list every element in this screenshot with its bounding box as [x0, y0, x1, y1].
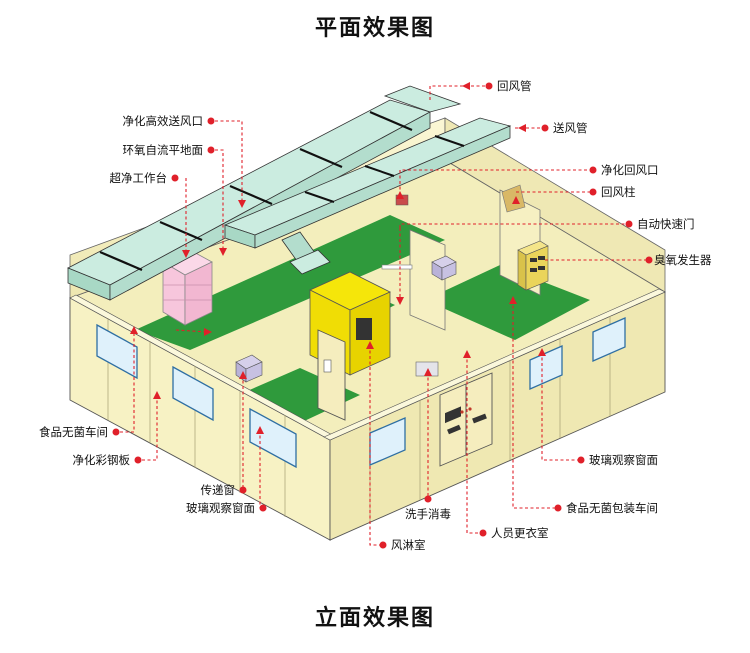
label-return-air-column: 回风柱	[601, 185, 636, 199]
return-air-column	[501, 184, 526, 213]
label-dots	[112, 82, 653, 549]
air-shower-outer-door	[317, 329, 346, 421]
plan-view-title: 平面效果图	[314, 16, 435, 41]
label-food-sterile-workshop: 食品无菌车间	[39, 425, 108, 439]
ozone-generator-unit	[517, 240, 549, 291]
label-auto-fast-door: 自动快速门	[637, 217, 695, 231]
air-shower-room	[309, 271, 391, 376]
epoxy-floor-zone-back-right	[425, 265, 590, 340]
label-supply-air-duct: 送风管	[553, 121, 588, 135]
label-glass-window-right: 玻璃观察窗面	[589, 453, 658, 467]
clean-bench	[162, 249, 213, 326]
elevation-view-title: 立面效果图	[314, 606, 435, 631]
wall-light	[381, 264, 413, 270]
door-vent	[323, 359, 332, 373]
supply-air-duct	[223, 117, 512, 275]
changing-room-double-door	[439, 372, 493, 467]
label-hepa-supply-outlet: 净化高效送风口	[123, 114, 204, 128]
label-clean-color-steel-panel: 净化彩钢板	[73, 453, 131, 467]
label-glass-window-left: 玻璃观察窗面	[186, 501, 255, 515]
observation-windows-right	[369, 317, 626, 466]
label-clean-return-outlet: 净化回风口	[601, 163, 659, 177]
epoxy-floor-zone-back-left	[135, 215, 445, 350]
label-epoxy-floor: 环氧自流平地面	[123, 143, 204, 157]
leader-arrowheads	[130, 82, 546, 434]
label-pass-box: 传递窗	[201, 483, 236, 497]
label-clean-bench: 超净工作台	[110, 171, 168, 185]
label-air-shower: 风淋室	[391, 538, 426, 552]
wall-top-edge-right	[323, 288, 666, 441]
partition-wall-left	[409, 229, 446, 331]
label-changing-room: 人员更衣室	[491, 526, 549, 540]
label-return-air-duct: 回风管	[497, 79, 532, 93]
label-food-packaging-workshop: 食品无菌包装车间	[566, 501, 658, 515]
label-hand-wash: 洗手消毒	[405, 507, 451, 521]
observation-windows-left	[96, 323, 297, 469]
pass-box-right	[431, 255, 457, 281]
label-ozone-generator: 臭氧发生器	[654, 253, 712, 267]
